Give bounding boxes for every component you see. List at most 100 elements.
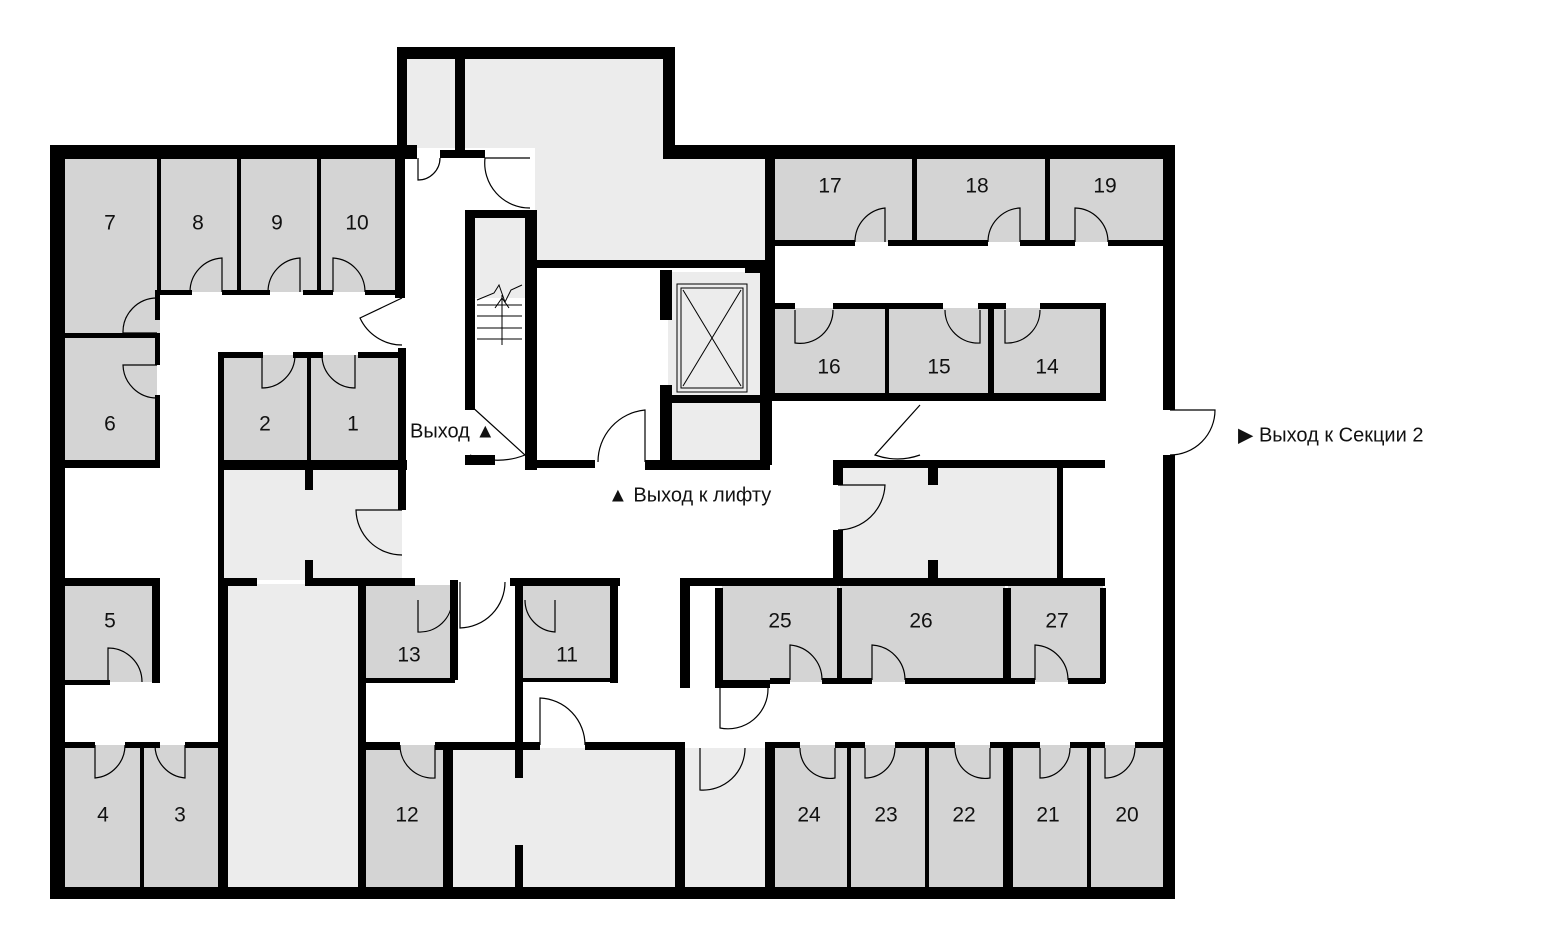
storage-room[interactable] — [1048, 158, 1165, 242]
door-icon — [539, 697, 586, 746]
wall — [925, 745, 929, 887]
room-number: 8 — [192, 212, 204, 235]
storage-room[interactable] — [222, 355, 310, 463]
storage-room[interactable] — [160, 158, 240, 292]
room-number: 6 — [104, 413, 116, 436]
service-area — [453, 748, 678, 887]
storage-room[interactable] — [1008, 585, 1103, 682]
wall — [535, 460, 595, 468]
room-number: 5 — [104, 610, 116, 633]
wall — [680, 578, 1105, 586]
room-number: 7 — [104, 212, 116, 235]
wall — [988, 305, 994, 397]
wall — [770, 678, 790, 684]
stairs-icon — [476, 283, 523, 345]
door-icon — [459, 581, 506, 629]
exit-section2-label: ▶ Выход к Секции 2 — [1238, 424, 1423, 446]
wall — [837, 588, 842, 683]
storage-room[interactable] — [143, 745, 220, 887]
wall — [1068, 678, 1105, 684]
wall — [450, 580, 458, 680]
wall — [912, 158, 917, 243]
door-icon — [189, 257, 223, 293]
storage-room[interactable] — [917, 158, 1047, 242]
door-icon — [1004, 309, 1041, 344]
wall — [222, 578, 257, 586]
storage-room[interactable] — [523, 585, 613, 680]
wall — [515, 578, 523, 778]
wall — [915, 393, 1105, 401]
wall — [440, 150, 485, 158]
room-number: 16 — [817, 356, 840, 379]
wall — [155, 335, 160, 365]
room-number: 27 — [1045, 610, 1068, 633]
door-icon — [871, 644, 906, 681]
storage-room[interactable] — [240, 158, 320, 292]
wall — [50, 145, 405, 159]
room-number: 10 — [345, 212, 368, 235]
wall — [397, 47, 407, 159]
door-icon — [321, 354, 356, 389]
wall — [155, 290, 160, 320]
storage-room[interactable] — [1010, 745, 1090, 887]
wall — [663, 47, 675, 157]
wall — [663, 145, 1175, 159]
wall — [680, 578, 690, 688]
doors — [94, 157, 1216, 791]
service-area — [405, 58, 455, 148]
storage-room[interactable] — [775, 158, 915, 242]
storage-room[interactable] — [722, 585, 839, 682]
storage-room[interactable] — [840, 585, 1005, 682]
wall — [765, 742, 775, 887]
storage-room[interactable] — [65, 158, 160, 335]
wall — [65, 578, 160, 586]
wall — [1057, 465, 1063, 583]
room-number: 4 — [97, 804, 109, 827]
wall — [305, 470, 313, 490]
wall — [990, 742, 1040, 748]
storage-room[interactable] — [993, 308, 1103, 396]
storage-room[interactable] — [65, 585, 155, 682]
room-number: 2 — [259, 413, 271, 436]
room-number: 15 — [927, 356, 950, 379]
wall — [398, 470, 406, 510]
room-number: 3 — [174, 804, 186, 827]
wall — [435, 742, 540, 750]
wall — [50, 145, 65, 897]
storage-room[interactable] — [850, 745, 928, 887]
door-icon — [1039, 747, 1071, 779]
door-icon — [854, 207, 886, 243]
storage-room[interactable] — [365, 745, 445, 887]
door-icon — [122, 364, 158, 399]
storage-room[interactable] — [770, 745, 850, 887]
storage-room[interactable] — [65, 745, 143, 887]
door-icon — [699, 747, 746, 791]
wall — [305, 578, 405, 586]
fixtures — [476, 283, 748, 393]
door-icon — [261, 354, 296, 389]
storage-room[interactable] — [365, 585, 453, 680]
wall — [1108, 240, 1165, 246]
storage-room[interactable] — [65, 336, 157, 462]
door-icon — [484, 157, 531, 209]
door-icon — [1169, 409, 1216, 456]
wall — [218, 578, 228, 888]
wall — [360, 678, 455, 683]
wall — [185, 742, 220, 748]
room-number: 24 — [797, 804, 821, 827]
door-icon — [873, 404, 921, 460]
wall — [668, 395, 768, 403]
wall — [610, 578, 618, 683]
wall — [928, 560, 938, 585]
door-icon — [987, 207, 1021, 243]
storage-room[interactable] — [888, 308, 991, 396]
wall — [65, 333, 160, 338]
wall — [660, 385, 672, 465]
door-icon — [524, 599, 556, 633]
storage-room[interactable] — [928, 745, 1008, 887]
wall — [720, 680, 770, 688]
wall — [833, 460, 1105, 468]
wall — [360, 742, 400, 750]
wall — [157, 158, 161, 293]
wall — [157, 290, 192, 295]
